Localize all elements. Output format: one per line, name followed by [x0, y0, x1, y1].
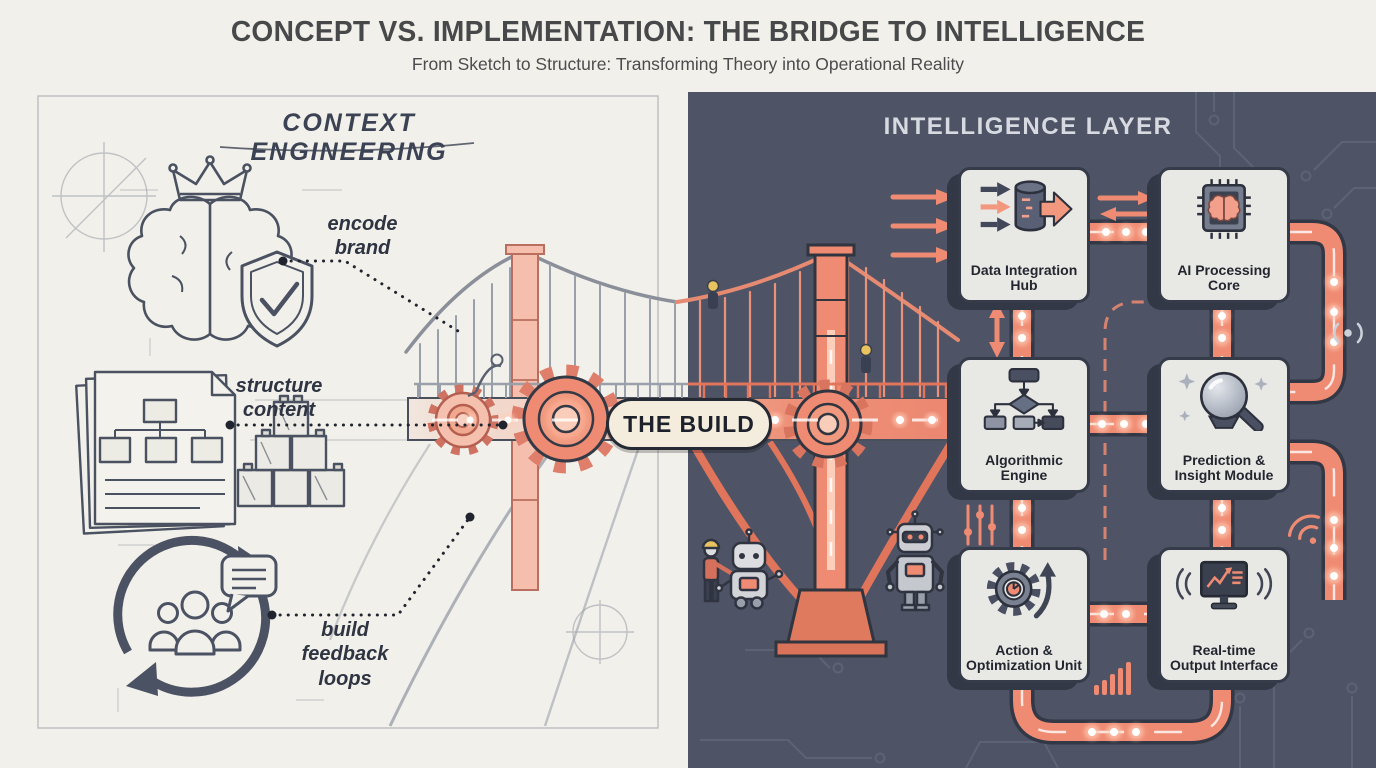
page-subtitle: From Sketch to Structure: Transforming T… [411, 54, 965, 74]
module-label: Real-time Output Interface [1169, 641, 1279, 674]
flowchart-icon [983, 368, 1065, 430]
input-arrows [890, 189, 1157, 358]
module-label: AI Processing Core [1177, 261, 1271, 294]
module-data-integration-hub: Data Integration Hub [947, 167, 1090, 310]
blueprint-guides [37, 95, 659, 729]
database-arrows-icon [980, 180, 1073, 232]
signal-icon [1333, 322, 1363, 344]
module-face: AI Processing Core [1158, 167, 1290, 303]
module-label: Prediction & Insight Module [1174, 451, 1274, 484]
module-face: Real-time Output Interface [1158, 547, 1290, 683]
dashed-flow-line [1103, 300, 1160, 560]
equalizer-icon [964, 504, 996, 546]
module-face: Prediction & Insight Module [1158, 357, 1290, 493]
brain-chip-icon [1197, 179, 1251, 239]
robot-characters [701, 510, 945, 612]
bridge [328, 243, 960, 727]
documents-blocks-icon [75, 370, 346, 535]
page-title: CONCEPT VS. IMPLEMENTATION: THE BRIDGE T… [230, 16, 1146, 48]
annotation-structure-content: structure content [235, 375, 323, 422]
module-label: Data Integration Hub [970, 261, 1078, 294]
module-realtime-output: Real-time Output Interface [1147, 547, 1290, 690]
monitor-signal-icon [1175, 560, 1273, 610]
heading-underline [219, 142, 475, 152]
module-label: Action & Optimization Unit [966, 641, 1082, 674]
module-label: Algorithmic Engine [985, 451, 1063, 484]
wifi-icon [1287, 514, 1320, 544]
annotation-encode-brand: encode brand [327, 213, 398, 260]
intelligence-layer-heading: INTELLIGENCE LAYER [883, 113, 1173, 140]
the-build-badge: THE BUILD [606, 398, 772, 450]
gear-arrow-icon [986, 562, 1056, 619]
module-face: Action & Optimization Unit [958, 547, 1090, 683]
module-prediction-insight: Prediction & Insight Module [1147, 357, 1290, 500]
crystal-ball-icon [1178, 371, 1268, 431]
module-face: Algorithmic Engine [958, 357, 1090, 493]
module-face: Data Integration Hub [958, 167, 1090, 303]
brain-crown-shield-icon [127, 155, 314, 348]
annotation-build-feedback-loops: build feedback loops [301, 619, 389, 690]
feedback-loop-icon [113, 535, 278, 697]
worker-figures [467, 279, 873, 398]
module-action-optimization: Action & Optimization Unit [947, 547, 1090, 690]
mini-bars-icon [1094, 662, 1131, 695]
module-ai-processing-core: AI Processing Core [1147, 167, 1290, 310]
leader-lines [225, 256, 508, 620]
header: CONCEPT VS. IMPLEMENTATION: THE BRIDGE T… [0, 16, 1376, 75]
context-engineering-heading: CONTEXT ENGINEERING [250, 109, 448, 166]
module-algorithmic-engine: Algorithmic Engine [947, 357, 1090, 500]
